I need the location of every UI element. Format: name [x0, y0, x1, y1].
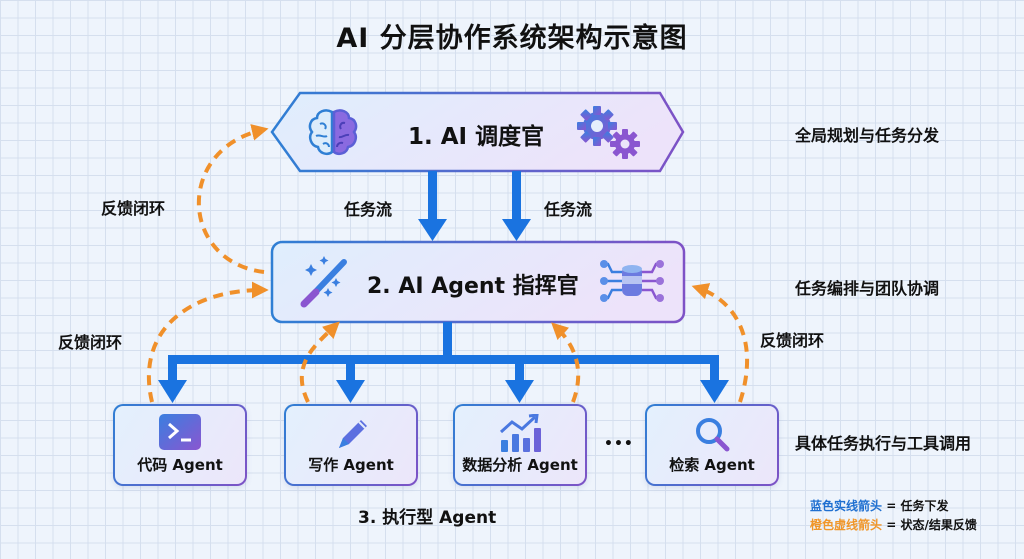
- feedback-label-bottom-left: 反馈闭环: [58, 333, 123, 352]
- legend-orange-sep: =: [882, 518, 901, 532]
- agent-card-code[interactable]: 代码 Agent: [113, 404, 247, 486]
- legend-blue-key: 蓝色实线箭头: [810, 499, 883, 513]
- magic-wand-icon: [294, 252, 354, 312]
- executors-layer-label: 3. 执行型 Agent: [358, 508, 497, 528]
- search-icon: [692, 414, 732, 458]
- task-flow-label-right: 任务流: [544, 200, 593, 219]
- task-flow-arrow-right: [502, 171, 531, 241]
- database-network-icon: [598, 250, 666, 312]
- brain-icon: [305, 106, 361, 158]
- task-flow-label-left: 任务流: [344, 200, 393, 219]
- agent-label-writing: 写作 Agent: [308, 456, 394, 474]
- pencil-icon: [331, 414, 371, 458]
- dispatcher-description: 全局规划与任务分发: [795, 126, 940, 145]
- agent-label-search: 检索 Agent: [669, 456, 755, 474]
- agent-card-data-analysis[interactable]: 数据分析 Agent: [453, 404, 587, 486]
- diagram-title: AI 分层协作系统架构示意图: [336, 23, 688, 54]
- commander-label: 2. AI Agent 指挥官: [367, 274, 579, 299]
- legend-orange-meaning: 状态/结果反馈: [900, 518, 977, 532]
- feedback-label-right: 反馈闭环: [760, 331, 825, 350]
- feedback-arc-code-to-commander: [146, 281, 269, 403]
- terminal-icon: [159, 414, 201, 454]
- feedback-arc-data-to-commander: [551, 322, 581, 403]
- agent-card-writing[interactable]: 写作 Agent: [284, 404, 418, 486]
- agent-card-search[interactable]: 检索 Agent: [645, 404, 779, 486]
- legend-blue-meaning: 任务下发: [900, 499, 949, 513]
- dispatcher-shape[interactable]: [270, 91, 685, 173]
- gears-icon: [575, 104, 645, 162]
- agent-label-code: 代码 Agent: [137, 456, 223, 474]
- task-distribution-tree: [158, 322, 729, 403]
- arrowhead-to-search-agent: [700, 380, 729, 403]
- feedback-arc-commander-to-dispatcher: [196, 124, 269, 274]
- legend-orange-key: 橙色虚线箭头: [810, 518, 883, 532]
- agent-label-data-analysis: 数据分析 Agent: [462, 456, 578, 474]
- chart-growth-icon: [498, 413, 542, 458]
- legend-blue-sep: =: [882, 499, 901, 513]
- legend-orange: 橙色虚线箭头 = 状态/结果反馈: [810, 516, 977, 533]
- dispatcher-label: 1. AI 调度官: [408, 124, 545, 150]
- commander-description: 任务编排与团队协调: [795, 279, 940, 298]
- arrowhead-to-code-agent: [158, 380, 187, 403]
- task-flow-arrow-left: [418, 171, 447, 241]
- arrowhead-to-writing-agent: [336, 380, 365, 403]
- feedback-label-top-left: 反馈闭环: [101, 199, 166, 218]
- feedback-arc-search-to-commander: [691, 283, 750, 403]
- legend-blue: 蓝色实线箭头 = 任务下发: [810, 497, 948, 514]
- more-agents-ellipsis: •••: [604, 436, 634, 452]
- arrowhead-to-data-agent: [505, 380, 534, 403]
- commander-shape[interactable]: [270, 240, 686, 324]
- executors-description: 具体任务执行与工具调用: [795, 434, 972, 453]
